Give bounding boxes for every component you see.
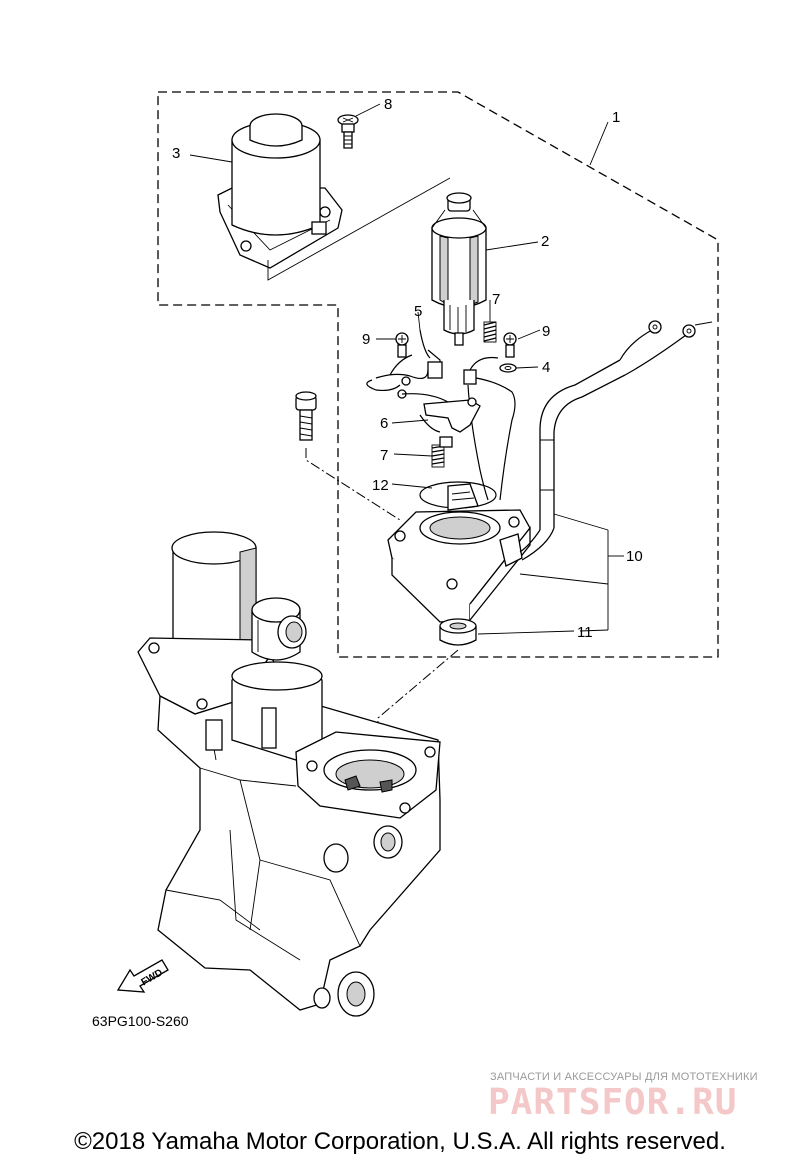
callout-3: 3 — [172, 145, 180, 162]
part-3-motor-yoke — [217, 113, 343, 269]
callout-7-lower: 7 — [380, 447, 388, 464]
callout-numbers: 1 2 3 4 5 6 7 7 8 9 9 10 11 12 — [172, 96, 643, 641]
motor-base-bracket — [387, 483, 531, 623]
watermark-logo: PARTSFOR.RU — [488, 1082, 738, 1123]
callout-6: 6 — [380, 415, 388, 432]
callout-7-upper: 7 — [492, 291, 500, 308]
brush-lead-right — [463, 356, 516, 501]
part-2-armature — [431, 192, 487, 346]
part-4-washer — [499, 363, 517, 373]
callout-9-left: 9 — [362, 331, 370, 348]
callout-5: 5 — [414, 303, 422, 320]
leader-lines — [189, 103, 624, 635]
tilt-trim-unit-housing — [137, 531, 441, 1017]
callout-9-right: 9 — [542, 323, 550, 340]
callout-11: 11 — [577, 624, 593, 641]
part-8-screw — [337, 114, 359, 149]
callout-4: 4 — [542, 359, 550, 376]
part-6-brush-plate — [397, 389, 481, 433]
copyright-notice: ©2018 Yamaha Motor Corporation, U.S.A. A… — [74, 1128, 726, 1155]
forward-direction-arrow-icon: FWD — [116, 959, 169, 993]
callout-10: 10 — [626, 548, 643, 565]
part-11-grommet — [439, 618, 477, 646]
part-9-screw-left — [395, 332, 409, 358]
through-bolt — [295, 391, 317, 441]
callout-8: 8 — [384, 96, 392, 113]
part-7-spring-upper — [483, 321, 497, 343]
bolt-alignment-line — [305, 448, 401, 521]
part-5-brush-holder — [366, 329, 443, 392]
part-7-spring-lower — [431, 436, 453, 468]
callout-1: 1 — [612, 109, 620, 126]
callout-12: 12 — [372, 477, 389, 494]
diagram-code: 63PG100-S260 — [92, 1013, 189, 1029]
assembly-boundary — [157, 91, 719, 658]
part-9-screw-right — [503, 332, 517, 358]
callout-2: 2 — [541, 233, 549, 250]
part-10-lead-wire — [519, 320, 713, 561]
watermark-tagline: ЗАПЧАСТИ И АКСЕССУАРЫ ДЛЯ МОТОТЕХНИКИ — [490, 1071, 758, 1083]
